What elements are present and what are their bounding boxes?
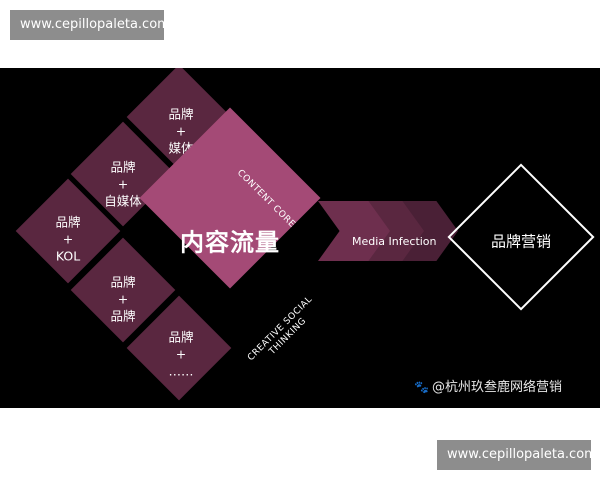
credit-text: @杭州玖叁鹿网络营销 bbox=[431, 380, 562, 395]
center-label: 内容流量 bbox=[180, 228, 280, 257]
target-label: 品牌营销 bbox=[490, 232, 552, 251]
node-label-brand-kol: 品牌 + KOL bbox=[55, 214, 81, 264]
node-label-brand-etc: 品牌 + …… bbox=[168, 329, 194, 379]
watermark-url-bottom: www.cepillopaleta.com bbox=[437, 440, 597, 470]
diagram-panel: 品牌 + 媒体 品牌 + 自媒体 品牌 + KOL 品牌 + 品牌 品牌 + …… bbox=[0, 68, 600, 408]
media-infection-label: Media Infection bbox=[352, 235, 437, 248]
node-label-brand-brand: 品牌 + 品牌 bbox=[110, 274, 136, 324]
creative-social-thinking-tag: CREATIVE SOCIAL THINKING bbox=[246, 294, 315, 364]
credit-watermark: 🐾@杭州玖叁鹿网络营销 bbox=[414, 376, 562, 395]
paw-icon: 🐾 bbox=[414, 380, 429, 394]
node-label-brand-self-media: 品牌 + 自媒体 bbox=[104, 159, 142, 209]
watermark-url-top: www.cepillopaleta.com bbox=[10, 10, 170, 40]
